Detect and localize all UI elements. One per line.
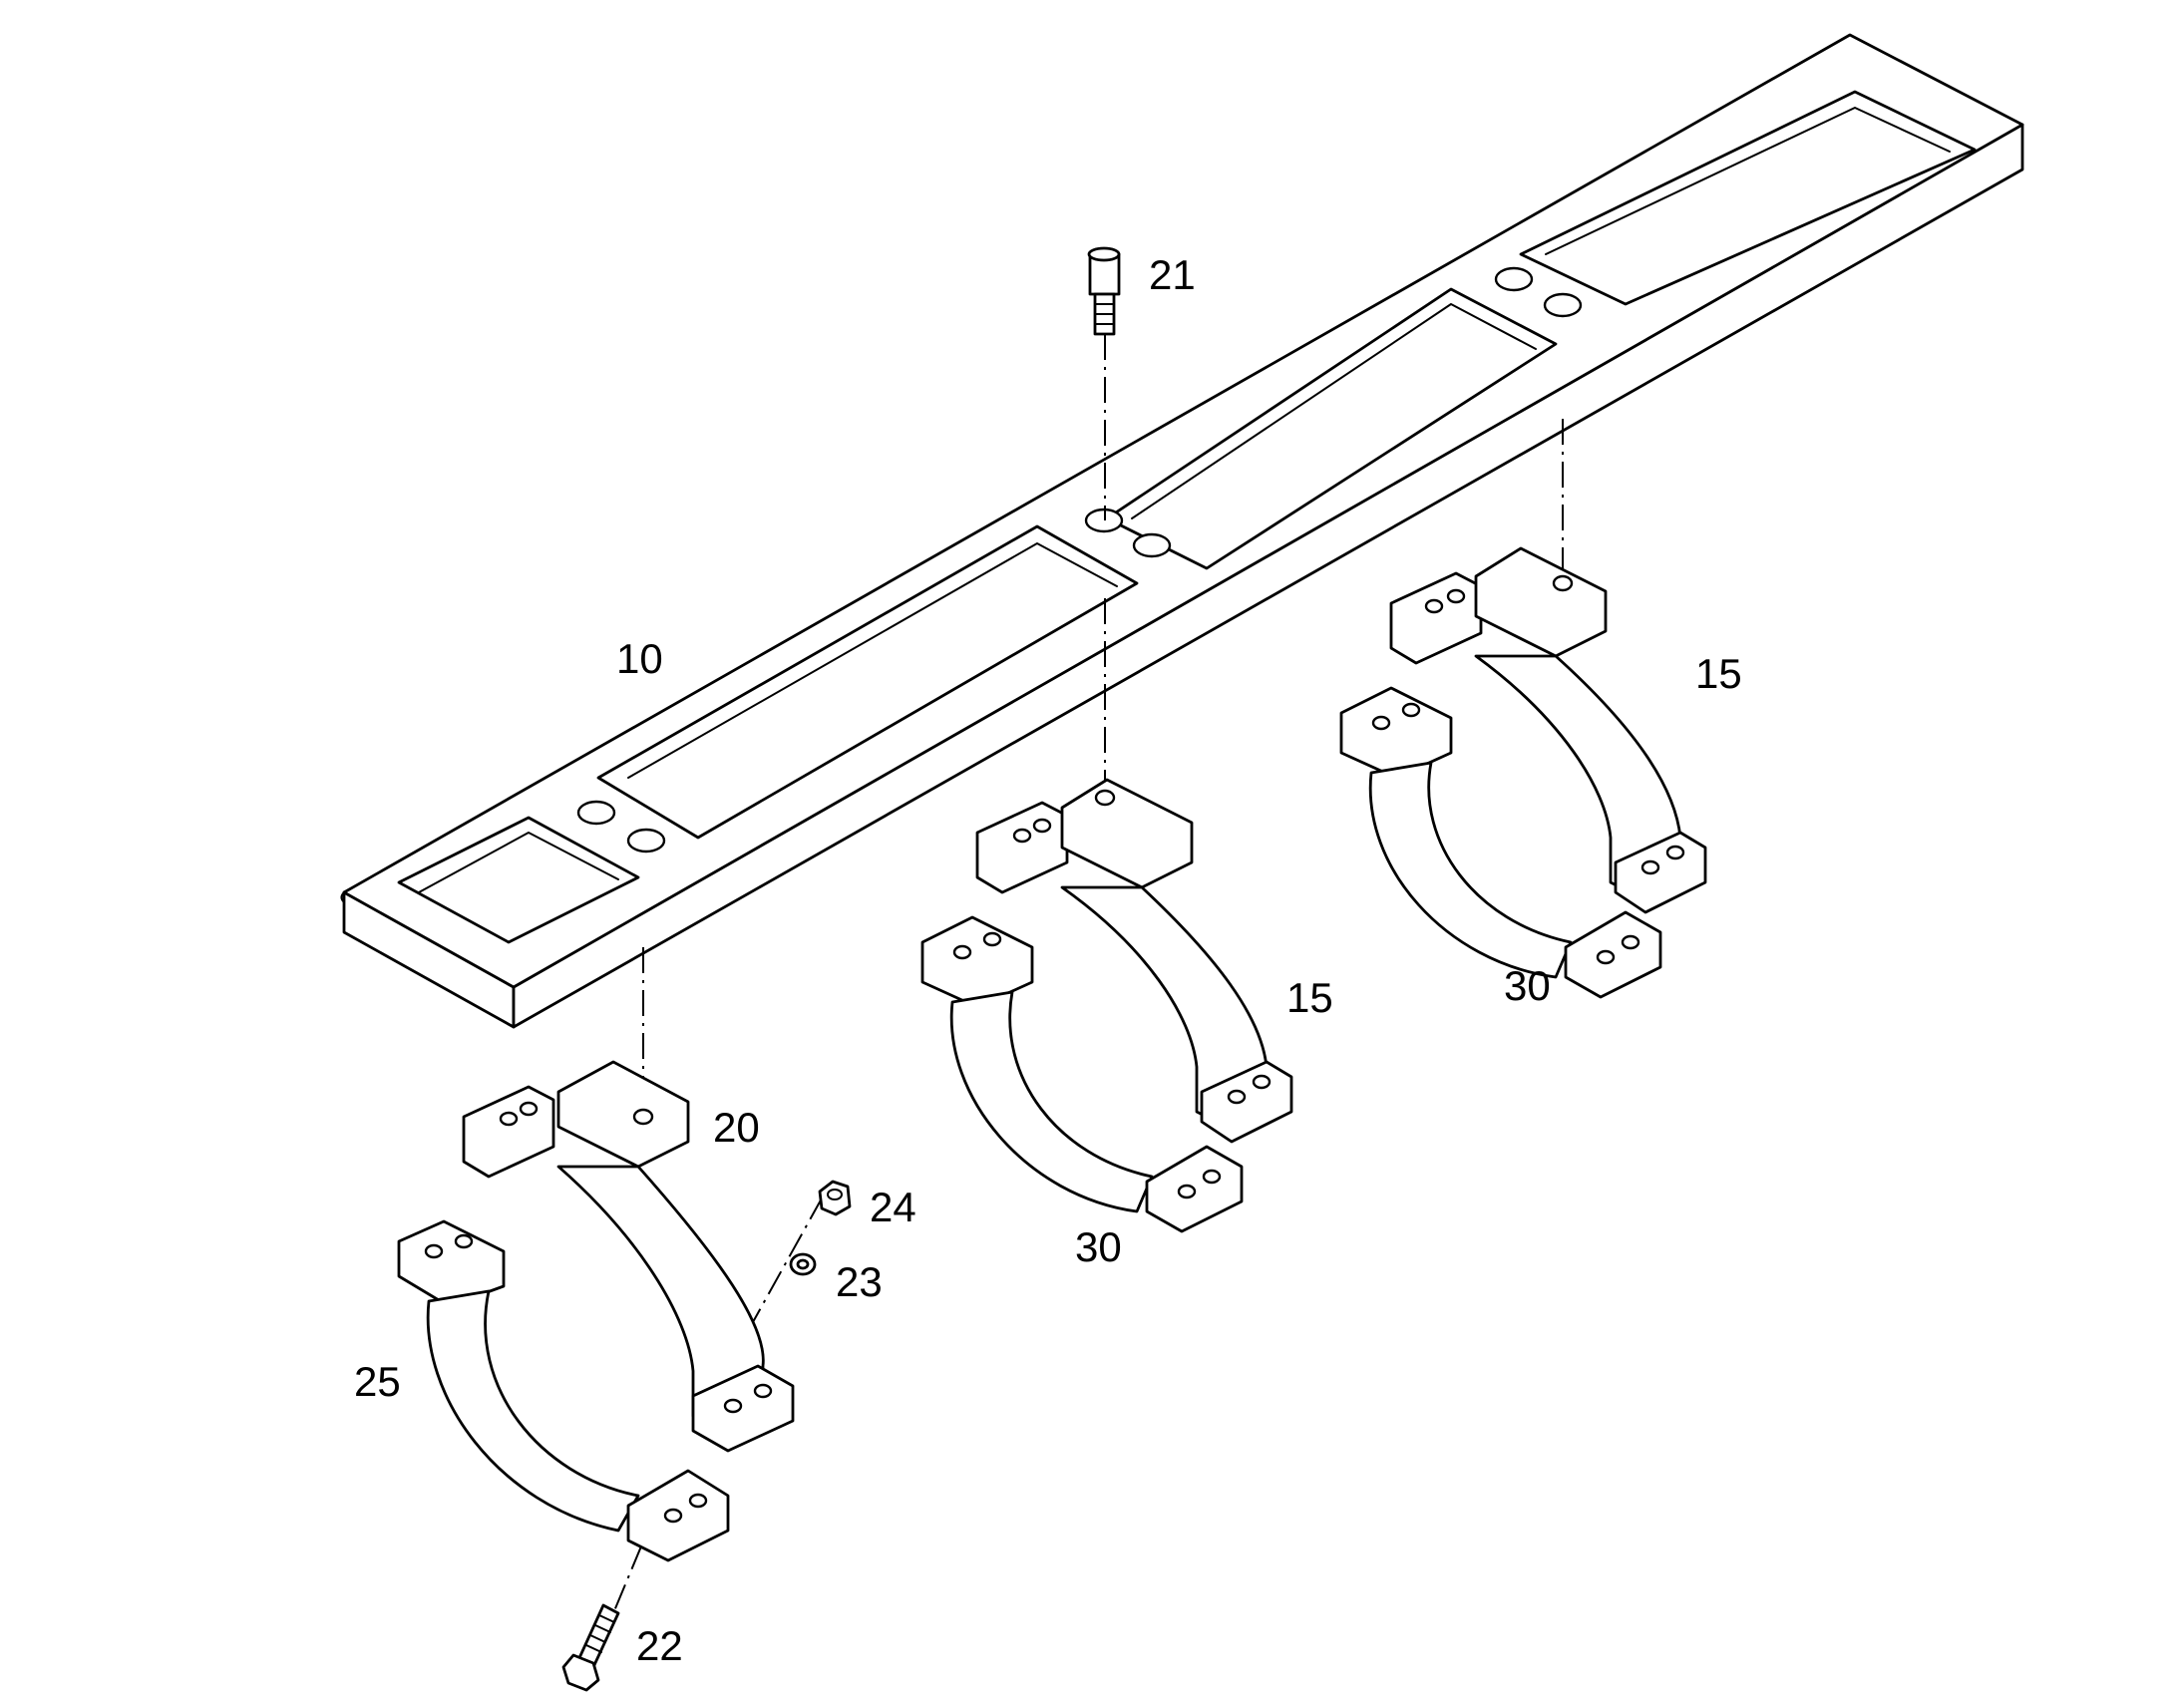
callout-clamp-mid-lower: 30 bbox=[1075, 1223, 1122, 1270]
frame-hole bbox=[1132, 532, 1172, 558]
frame-hole bbox=[576, 800, 616, 826]
callout-bolt-top: 21 bbox=[1149, 251, 1196, 298]
cap-screw-top bbox=[1087, 246, 1121, 336]
callout-nut: 24 bbox=[870, 1184, 916, 1230]
clamp-mid-lower bbox=[920, 915, 1244, 1233]
frame-opening-2 bbox=[596, 524, 1139, 840]
hex-bolt-bottom bbox=[561, 1603, 620, 1692]
callout-clamp-mid: 15 bbox=[1286, 974, 1333, 1021]
callout-clamp-right: 15 bbox=[1695, 650, 1742, 697]
callout-frame: 10 bbox=[616, 635, 663, 682]
callout-washer: 23 bbox=[836, 1258, 883, 1305]
clamp-right-lower bbox=[1339, 686, 1662, 999]
frame-opening-1 bbox=[397, 816, 640, 944]
clamp-right-upper bbox=[1389, 546, 1707, 914]
clamp-left-lower bbox=[397, 1219, 730, 1562]
callout-labels: 10 15 15 20 21 22 23 24 25 30 30 bbox=[354, 251, 1742, 1669]
frame-hole bbox=[626, 828, 666, 854]
frame-hole bbox=[1543, 292, 1583, 318]
callout-clamp-right-lower: 30 bbox=[1504, 962, 1551, 1009]
frame-hole bbox=[1494, 266, 1534, 292]
callout-clamp-left-lower: 25 bbox=[354, 1358, 401, 1405]
frame-opening-3 bbox=[1105, 287, 1558, 570]
callout-bolt-bottom: 22 bbox=[636, 1622, 683, 1669]
clamp-left-upper bbox=[462, 1060, 795, 1453]
mounting-frame bbox=[340, 33, 2024, 1029]
hex-nut bbox=[818, 1180, 852, 1216]
callout-clamp-left-upper: 20 bbox=[713, 1104, 760, 1151]
clamp-mid-upper bbox=[975, 778, 1293, 1144]
frame-opening-4 bbox=[1519, 90, 1977, 306]
washer bbox=[789, 1252, 817, 1276]
